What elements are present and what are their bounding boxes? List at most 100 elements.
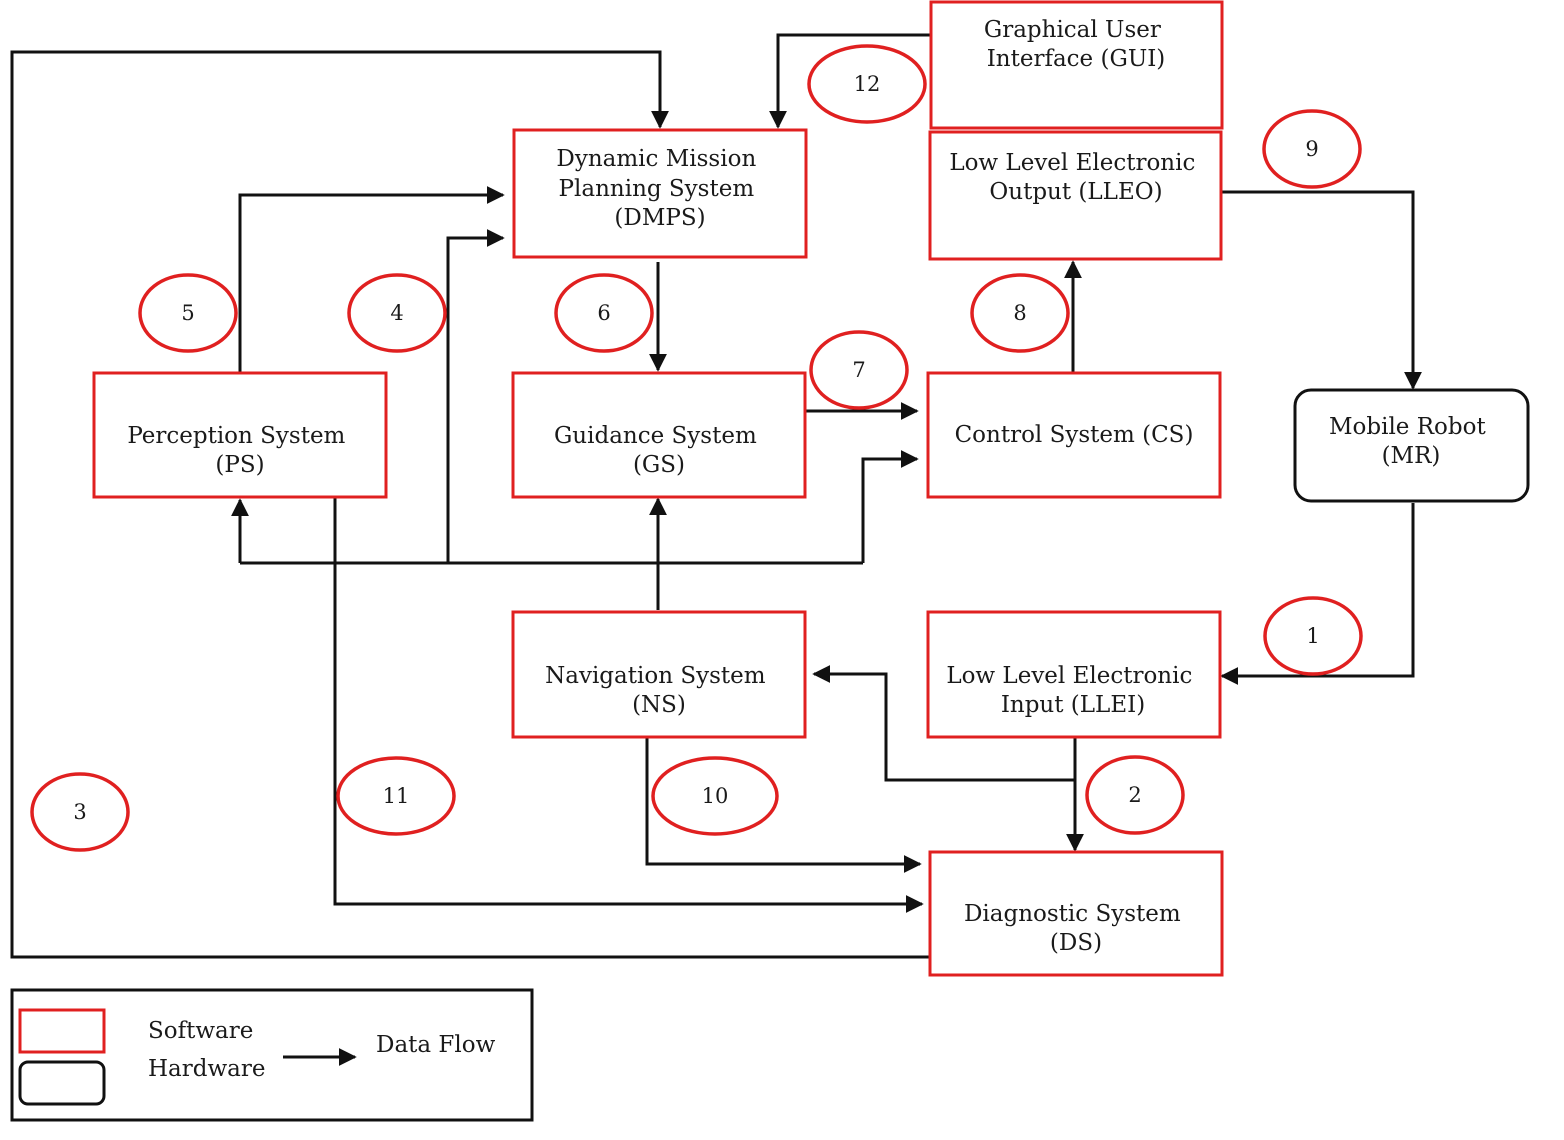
flow-badge-8: 8 <box>970 273 1070 353</box>
flow-1-connector <box>1220 503 1415 685</box>
flow-9-connector <box>1221 190 1422 390</box>
llei-label-line: Input (LLEI) <box>1001 692 1145 718</box>
legend-software-label: Software <box>148 1018 253 1044</box>
cs-label: Control System (CS) <box>955 422 1194 448</box>
badge-ellipse <box>970 273 1070 353</box>
ds-label-line: (DS) <box>1050 930 1102 956</box>
mr-box <box>1293 388 1530 503</box>
badge-ellipse <box>30 772 130 852</box>
llei-box <box>926 610 1222 739</box>
badge-number: 2 <box>1128 783 1141 807</box>
lleo-label-line: Output (LLEO) <box>989 179 1162 205</box>
flow-badge-12: 12 <box>807 44 927 124</box>
dmps-label-line: Dynamic Mission <box>556 146 756 172</box>
badge-number: 12 <box>854 72 881 96</box>
gs-label-line: Guidance System <box>554 423 757 449</box>
badge-number: 4 <box>390 301 403 325</box>
badge-ellipse <box>1085 755 1185 835</box>
badge-number: 8 <box>1013 301 1026 325</box>
badge-ellipse <box>554 273 654 353</box>
bus-to-cs-connector <box>861 450 919 563</box>
gui-label: Graphical User Interface (GUI) <box>984 17 1168 72</box>
llei-node: Low Level Electronic Input (LLEI) <box>926 610 1222 739</box>
ds-node: Diagnostic System (DS) <box>928 850 1224 977</box>
gs-label: Guidance System (GS) <box>554 423 764 478</box>
ps-label: Perception System (PS) <box>127 423 352 478</box>
ns-box <box>511 610 807 739</box>
gui-box <box>929 0 1224 130</box>
dmps-label: Dynamic Mission Planning System (DMPS) <box>556 146 763 231</box>
legend-hardware-label: Hardware <box>148 1056 266 1082</box>
cs-label-line: Control System (CS) <box>955 422 1194 448</box>
flow-badge-7: 7 <box>809 330 909 410</box>
flow-badge-9: 9 <box>1262 109 1362 189</box>
ds-box <box>928 850 1224 977</box>
lleo-box <box>928 130 1223 261</box>
badge-ellipse <box>809 330 909 410</box>
flow-11-connector <box>333 498 924 913</box>
gui-node: Graphical User Interface (GUI) <box>929 0 1224 130</box>
legend: Software Hardware Data Flow <box>10 988 534 1122</box>
llei-label-line: Low Level Electronic <box>946 663 1192 689</box>
flow-12-connector <box>769 33 930 129</box>
badge-number: 9 <box>1305 137 1318 161</box>
legend-hardware-swatch <box>18 1060 106 1106</box>
badge-number: 1 <box>1306 624 1319 648</box>
gui-label-line: Interface (GUI) <box>987 46 1166 72</box>
badge-number: 10 <box>702 784 729 808</box>
lleo-label-line: Low Level Electronic <box>949 150 1195 176</box>
data-flow-connectors <box>10 33 1422 959</box>
badge-ellipse <box>807 44 927 124</box>
badge-ellipse <box>1263 596 1363 676</box>
badge-ellipse <box>138 273 238 353</box>
ps-label-line: Perception System <box>127 423 345 449</box>
flow-badges: 1 2 3 4 5 6 7 8 <box>30 44 1363 852</box>
flow-badge-4: 4 <box>347 273 447 353</box>
flow-badge-11: 11 <box>336 756 456 836</box>
llei-to-ns-connector <box>812 665 1075 782</box>
component-boxes: Graphical User Interface (GUI) Dynamic M… <box>92 0 1530 977</box>
ps-box <box>92 371 388 499</box>
badge-ellipse <box>651 756 779 836</box>
mr-label: Mobile Robot (MR) <box>1329 414 1493 469</box>
badge-ellipse <box>347 273 447 353</box>
flow-badge-1: 1 <box>1263 596 1363 676</box>
mr-label-line: Mobile Robot <box>1329 414 1486 440</box>
dmps-node: Dynamic Mission Planning System (DMPS) <box>512 128 808 259</box>
flow-5-connector <box>238 186 505 373</box>
ps-node: Perception System (PS) <box>92 371 388 499</box>
cs-box <box>926 371 1222 499</box>
mr-label-line: (MR) <box>1382 443 1441 469</box>
flow-badge-5: 5 <box>138 273 238 353</box>
flow-badge-6: 6 <box>554 273 654 353</box>
ns-label: Navigation System (NS) <box>545 663 773 718</box>
badge-number: 7 <box>852 358 865 382</box>
badge-number: 5 <box>181 301 194 325</box>
legend-data-flow-label: Data Flow <box>376 1032 496 1058</box>
flow-3-connector <box>10 50 930 959</box>
gs-node: Guidance System (GS) <box>511 371 807 499</box>
ds-label-line: Diagnostic System <box>964 901 1181 927</box>
badge-number: 11 <box>383 784 410 808</box>
dmps-label-line: (DMPS) <box>614 205 705 231</box>
ns-label-line: (NS) <box>632 692 686 718</box>
badge-ellipse <box>336 756 456 836</box>
badge-ellipse <box>1262 109 1362 189</box>
ns-node: Navigation System (NS) <box>511 610 807 739</box>
badge-number: 6 <box>597 301 610 325</box>
flow-badge-3: 3 <box>30 772 130 852</box>
lleo-label: Low Level Electronic Output (LLEO) <box>949 150 1202 205</box>
gs-label-line: (GS) <box>633 452 685 478</box>
llei-label: Low Level Electronic Input (LLEI) <box>946 663 1199 718</box>
ps-label-line: (PS) <box>215 452 264 478</box>
dmps-box <box>512 128 808 259</box>
flow-badge-10: 10 <box>651 756 779 836</box>
flow-4-connector <box>446 229 505 563</box>
gui-label-line: Graphical User <box>984 17 1161 43</box>
dmps-label-line: Planning System <box>559 176 755 202</box>
lleo-node: Low Level Electronic Output (LLEO) <box>928 130 1223 261</box>
ns-label-line: Navigation System <box>545 663 766 689</box>
flow-10-connector <box>645 738 922 873</box>
flow-badge-2: 2 <box>1085 755 1185 835</box>
